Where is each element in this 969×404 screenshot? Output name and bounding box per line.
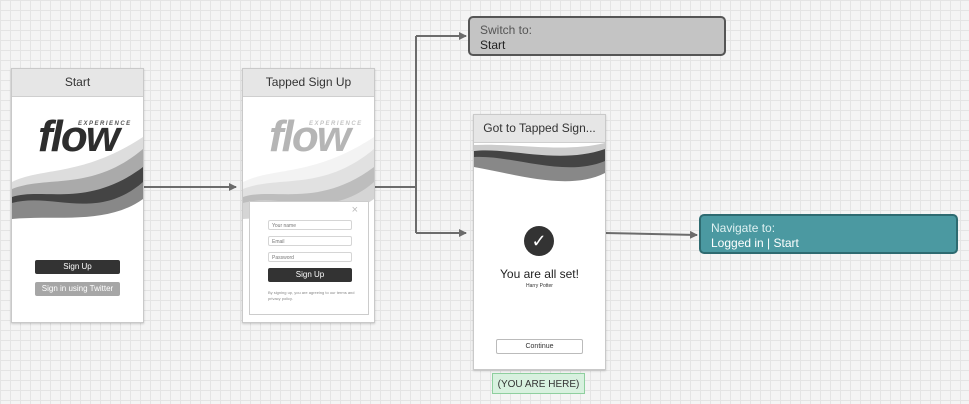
card-title: Start (12, 69, 143, 97)
navigate-target: Logged in | Start (711, 236, 799, 250)
you-are-here-tag: (YOU ARE HERE) (492, 373, 585, 394)
switch-target: Start (480, 38, 506, 52)
check-icon: ✓ (531, 231, 547, 251)
card-title: Tapped Sign Up (243, 69, 374, 97)
switch-to-box[interactable]: Switch to: Start (468, 16, 726, 56)
success-title: You are all set! (500, 267, 579, 281)
wave-graphic (12, 137, 143, 219)
check-circle-icon: ✓ (524, 226, 554, 256)
logo-text: flow (269, 112, 351, 161)
switch-label: Switch to: (480, 23, 533, 37)
sign-up-button[interactable]: Sign Up (35, 260, 120, 274)
phone-screen: EXPERIENCE flow × Your name Email Passwo… (243, 97, 374, 322)
sign-up-modal: × Your name Email Password Sign Up By si… (249, 201, 369, 315)
continue-button[interactable]: Continue (496, 339, 583, 354)
legal-text: By signing up, you are agreeing to our t… (268, 290, 355, 301)
name-field[interactable]: Your name (268, 220, 352, 230)
navigate-to-box[interactable]: Navigate to: Logged in | Start (699, 214, 958, 254)
navigate-label: Navigate to: (711, 221, 776, 235)
screen-card-tapped-sign-up[interactable]: Tapped Sign Up EXPERIENCE flow × Your na… (242, 68, 375, 323)
arrow-to-navigate (604, 230, 698, 239)
screen-card-start[interactable]: Start EXPERIENCE flow Sign Up Sign in us… (11, 68, 144, 323)
phone-screen: EXPERIENCE flow Sign Up Sign in using Tw… (12, 97, 143, 322)
wave-graphic (474, 143, 605, 182)
logo-subtitle: EXPERIENCE (78, 121, 132, 127)
user-name: Harry Potter (526, 283, 553, 289)
sign-in-twitter-button[interactable]: Sign in using Twitter (35, 282, 120, 296)
modal-sign-up-button[interactable]: Sign Up (268, 268, 352, 282)
phone-screen: ✓ You are all set! Harry Potter Continue (474, 143, 605, 369)
logo-text: flow (38, 112, 120, 161)
password-field[interactable]: Password (268, 252, 352, 262)
screen-card-got-to-tapped[interactable]: Got to Tapped Sign... ✓ You are all set!… (473, 114, 606, 370)
email-field[interactable]: Email (268, 236, 352, 246)
card-title: Got to Tapped Sign... (474, 115, 605, 143)
close-icon[interactable]: × (351, 204, 358, 216)
logo-subtitle: EXPERIENCE (309, 121, 363, 127)
